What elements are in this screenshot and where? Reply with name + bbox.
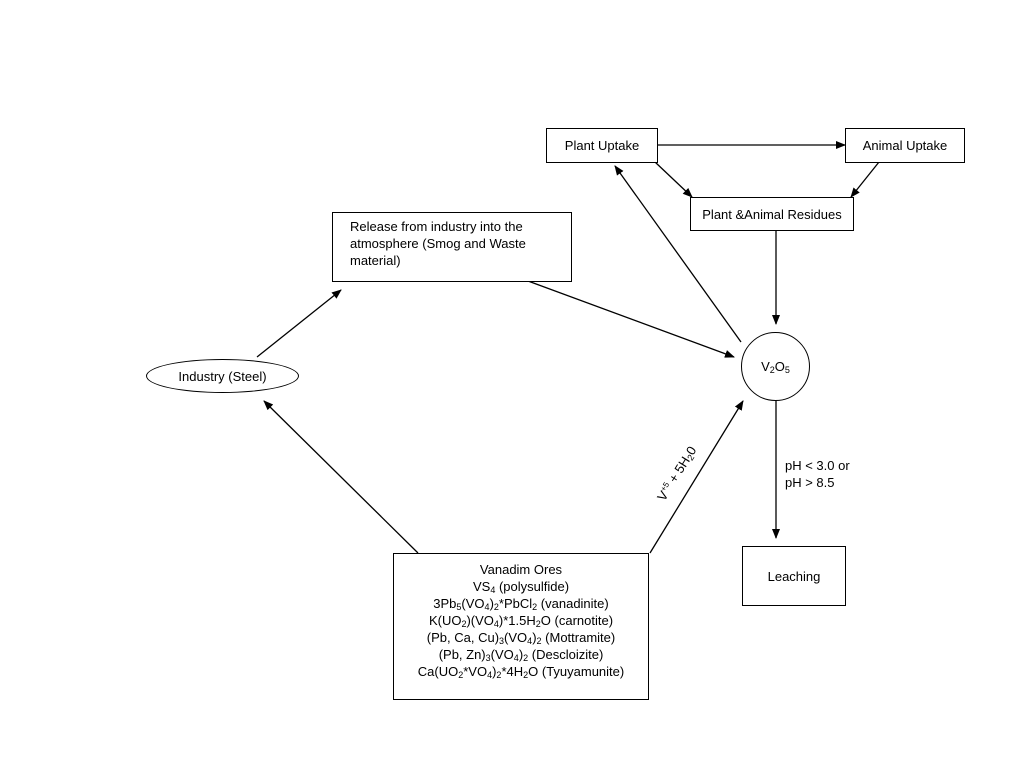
industry-node: Industry (Steel) — [146, 359, 299, 393]
arrow-industry-to-release — [256, 289, 342, 358]
leaching-node: Leaching — [742, 546, 846, 606]
ores-line-1: VS4 (polysulfide) — [472, 579, 570, 595]
arrow-release-to-v2o5 — [527, 280, 735, 358]
ores-line-4: (Pb, Ca, Cu)3(VO4)2 (Mottramite) — [426, 630, 616, 646]
residues-node: Plant &Animal Residues — [690, 197, 854, 231]
release-line-2: atmosphere (Smog and Waste — [350, 236, 526, 251]
ores-line-2: 3Pb5(VO4)2*PbCl2 (vanadinite) — [433, 596, 609, 612]
industry-label: Industry (Steel) — [178, 368, 267, 384]
ph-line-2: pH > 8.5 — [785, 475, 835, 490]
leaching-label: Leaching — [767, 568, 821, 584]
release-line-1: Release from industry into the — [350, 219, 523, 234]
ph-condition-label: pH < 3.0 or pH > 8.5 — [785, 457, 850, 491]
arrow-ores-to-industry — [263, 400, 419, 554]
ores-node: Vanadim Ores VS4 (polysulfide) 3Pb5(VO4)… — [393, 553, 649, 700]
ores-line-5: (Pb, Zn)3(VO4)2 (Descloizite) — [438, 647, 604, 663]
residues-label: Plant &Animal Residues — [702, 206, 842, 222]
v2o5-node: V2O5 — [741, 332, 810, 401]
v2o5-label: V2O5 — [761, 359, 790, 375]
ores-line-3: K(UO2)(VO4)*1.5H2O (carnotite) — [428, 613, 614, 629]
ph-line-1: pH < 3.0 or — [785, 458, 850, 473]
ores-line-6: Ca(UO2*VO4)2*4H2O (Tyuyamunite) — [417, 664, 625, 680]
animal-uptake-node: Animal Uptake — [845, 128, 965, 163]
arrow-ores-to-v2o5 — [649, 400, 744, 554]
release-node: Release from industry into the atmospher… — [332, 212, 572, 282]
ores-title: Vanadim Ores — [479, 562, 563, 577]
arrow-animal-uptake-to-residues — [850, 161, 880, 198]
animal-uptake-label: Animal Uptake — [862, 138, 948, 153]
arrow-v2o5-to-plant-uptake — [614, 165, 742, 343]
arrow-plant-uptake-to-residues — [654, 161, 693, 198]
plant-uptake-label: Plant Uptake — [564, 138, 640, 153]
release-line-3: material) — [350, 253, 401, 268]
plant-uptake-node: Plant Uptake — [546, 128, 658, 163]
